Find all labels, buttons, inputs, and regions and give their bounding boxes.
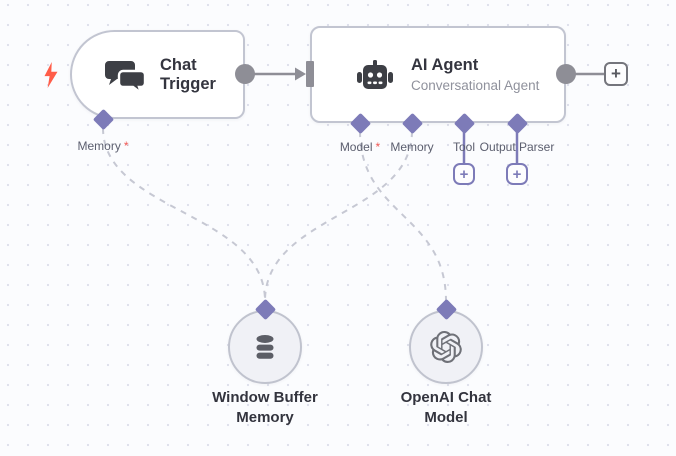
openai-icon (430, 331, 462, 363)
robot-icon (357, 59, 393, 89)
ai-agent-title: AI Agent (411, 56, 479, 75)
ai-agent-text-block: AI Agent Conversational Agent (411, 56, 539, 93)
add-output-parser-button[interactable]: + (506, 163, 528, 185)
node-chat-trigger[interactable]: Chat Trigger (70, 30, 245, 119)
plus-icon: + (512, 165, 522, 183)
chat-trigger-output-endpoint[interactable] (235, 64, 255, 84)
plus-icon: + (459, 165, 469, 183)
ai-agent-subtitle: Conversational Agent (411, 77, 540, 93)
node-window-buffer-memory[interactable] (228, 310, 302, 384)
add-tool-button[interactable]: + (453, 163, 475, 185)
node-openai-chat-model[interactable] (409, 310, 483, 384)
ai-agent-output-endpoint[interactable] (556, 64, 576, 84)
chat-bubbles-icon (105, 60, 147, 93)
node-ai-agent[interactable]: AI Agent Conversational Agent (310, 26, 566, 123)
chat-trigger-title: Chat Trigger (160, 55, 216, 93)
connection-aiagent-memory-to-wbm[interactable] (264, 130, 413, 302)
plus-icon: + (611, 64, 621, 83)
connection-chattrigger-memory-to-wbm[interactable] (102, 127, 266, 302)
connection-aiagent-model-to-openai[interactable] (359, 130, 447, 302)
ai-agent-input-endpoint[interactable] (306, 61, 314, 87)
database-icon (256, 335, 274, 359)
connection-arrowhead (295, 67, 306, 81)
lightning-bolt-icon (44, 62, 58, 88)
add-node-button-main[interactable]: + (604, 62, 628, 86)
